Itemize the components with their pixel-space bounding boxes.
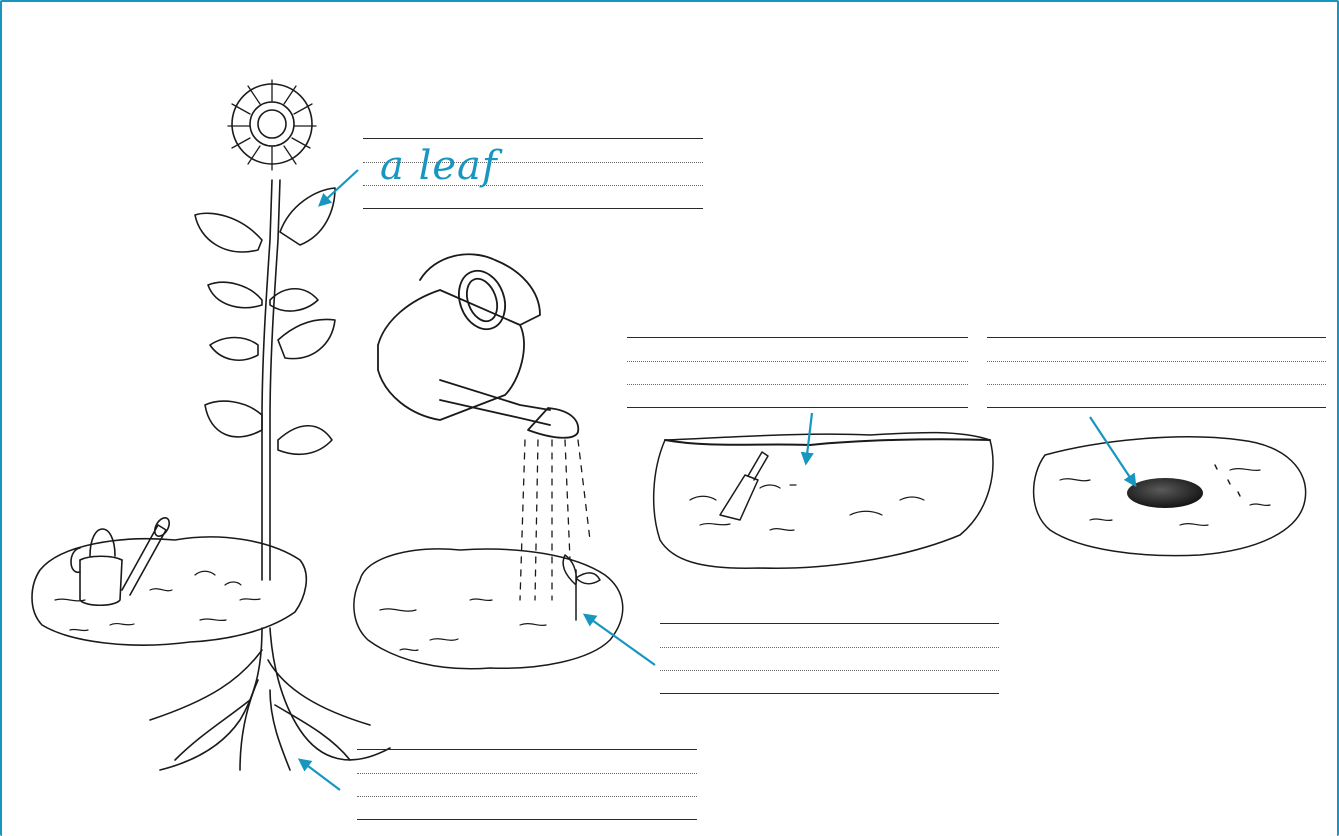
large-watering-can-icon bbox=[378, 254, 590, 600]
roots-arrow bbox=[300, 760, 340, 790]
writing-lines-planting[interactable] bbox=[627, 337, 968, 409]
leaf-arrow bbox=[320, 170, 358, 205]
trowel-arrow bbox=[806, 413, 812, 463]
seedling-icon bbox=[354, 549, 623, 669]
seed-icon bbox=[1034, 437, 1306, 556]
writing-lines-roots[interactable] bbox=[357, 749, 697, 821]
arrows bbox=[300, 170, 1135, 790]
writing-lines-seed[interactable] bbox=[987, 337, 1326, 409]
garden-trowel-icon bbox=[654, 433, 993, 569]
answer-leaf: a leaf bbox=[380, 146, 498, 186]
writing-lines-seedling[interactable] bbox=[660, 623, 999, 695]
seed-arrow bbox=[1090, 417, 1135, 485]
sunflower-icon bbox=[32, 80, 390, 770]
